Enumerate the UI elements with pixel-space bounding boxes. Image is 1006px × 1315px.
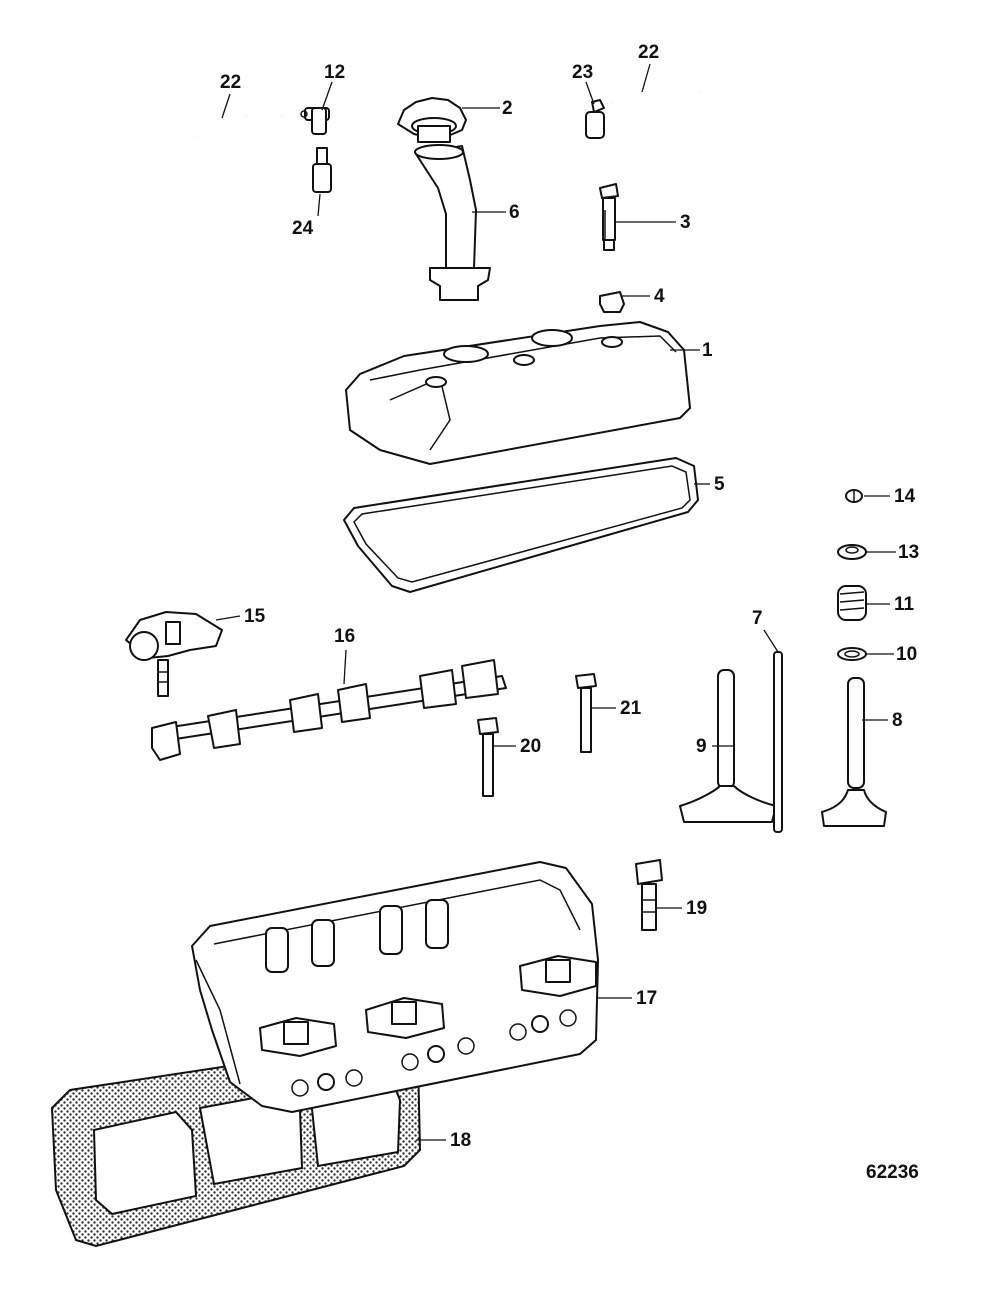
callout-8: 8: [892, 710, 903, 731]
oil-fill-tube: [414, 144, 491, 301]
grommet: [599, 291, 625, 313]
oil-fill-cap: [397, 97, 467, 143]
elbow-fitting-right: [585, 99, 605, 139]
callout-15: 15: [244, 606, 266, 627]
valve-cover-gasket: [343, 457, 699, 593]
callout-3: 3: [680, 212, 691, 233]
spring-retainer: [837, 544, 867, 560]
callout-4: 4: [654, 286, 665, 307]
callout-14: 14: [894, 486, 916, 507]
leader-lines: [215, 63, 896, 1141]
hose-left: [196, 111, 283, 139]
bolt-20: [477, 717, 499, 797]
valve-8: [821, 677, 887, 827]
callout-19: 19: [686, 898, 707, 919]
bolt-21: [575, 673, 597, 753]
head-bolt: [635, 859, 663, 931]
pushrod: [773, 651, 783, 833]
valve-cover: [345, 321, 691, 465]
washer: [837, 647, 867, 661]
callout-18: 18: [450, 1130, 471, 1151]
callout-2: 2: [502, 98, 513, 119]
callout-22-left: 22: [220, 72, 241, 93]
rocker-arm: [125, 611, 223, 697]
callout-23: 23: [572, 62, 593, 83]
callout-22-right: 22: [638, 42, 659, 63]
valve-spring: [837, 585, 867, 621]
callout-9: 9: [696, 736, 707, 757]
callout-11: 11: [894, 594, 915, 615]
cylinder-head: [191, 861, 599, 1113]
straight-fitting: [312, 147, 332, 193]
callout-7: 7: [752, 608, 763, 629]
callout-labels: 22 12 24 2 6 23 22 3 4 1 5 14 13 11 10 7…: [220, 42, 919, 1183]
callout-16: 16: [334, 626, 355, 647]
callout-1: 1: [702, 340, 713, 361]
callout-12: 12: [324, 62, 345, 83]
hose-right: [610, 84, 701, 105]
diagram-reference-number: 62236: [866, 1162, 919, 1183]
callout-17: 17: [636, 988, 657, 1009]
pushrod-guide-plate: [151, 659, 507, 761]
cover-bolt: [599, 183, 619, 251]
callout-6: 6: [509, 202, 520, 223]
elbow-fitting: [300, 107, 330, 135]
callout-5: 5: [714, 474, 725, 495]
callout-24: 24: [292, 218, 314, 239]
callout-21: 21: [620, 698, 642, 719]
callout-20: 20: [520, 736, 541, 757]
callout-10: 10: [896, 644, 917, 665]
callout-13: 13: [898, 542, 919, 563]
valve-keepers: [845, 489, 863, 503]
